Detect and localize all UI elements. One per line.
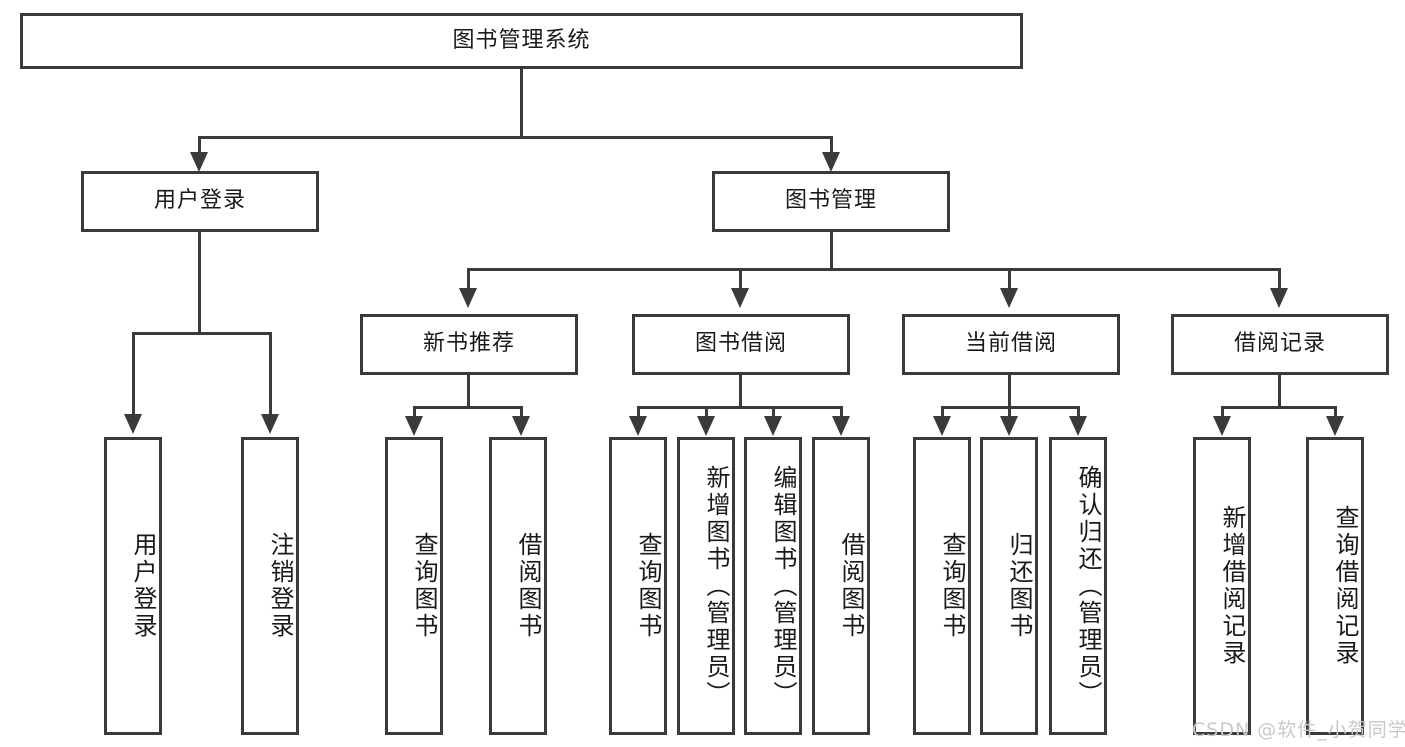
arrow-cb-to-leaf-3: [1069, 416, 1087, 436]
connector-bm-to-book-borrow: [739, 268, 742, 292]
leaf-user-login[interactable]: 用户登录: [104, 437, 162, 735]
connector-borrow-record-bar: [1221, 406, 1337, 409]
node-label: 图书管理系统: [452, 27, 591, 53]
connector-borrow-record-stem: [1278, 375, 1281, 409]
connector-root-bar: [198, 136, 833, 139]
connector-bb-to-leaf-2: [705, 406, 708, 422]
arrow-bb-to-leaf-3: [764, 416, 782, 436]
node-label: 图书借阅: [694, 331, 787, 357]
node-book-management[interactable]: 图书管理: [712, 171, 950, 232]
leaf-add-borrow-record[interactable]: 新增借阅记录: [1193, 437, 1251, 735]
node-new-book-recommend[interactable]: 新书推荐: [360, 314, 578, 375]
arrow-root-to-user-login: [190, 152, 208, 172]
arrow-bm-to-borrow-record: [1270, 288, 1288, 308]
connector-bm-to-current-borrow: [1008, 268, 1011, 292]
arrow-root-to-book-management: [822, 152, 840, 172]
connector-new-book-bar: [413, 406, 523, 409]
connector-cb-to-leaf-1: [941, 406, 944, 422]
connector-cb-to-leaf-3: [1077, 406, 1080, 422]
arrow-cb-to-leaf-1: [933, 416, 951, 436]
arrow-user-login-to-leaf-2: [261, 414, 279, 434]
arrow-bm-to-new-book: [459, 288, 477, 308]
node-label: 查询借阅记录: [1331, 505, 1359, 667]
leaf-query-book-2[interactable]: 查询图书: [609, 437, 667, 735]
node-label: 借阅图书: [837, 532, 865, 640]
connector-new-book-to-leaf-1: [413, 406, 416, 422]
leaf-add-book[interactable]: 新增图书（管理员）: [677, 437, 735, 735]
leaf-query-borrow-record[interactable]: 查询借阅记录: [1306, 437, 1364, 735]
node-label: 确认归还（管理员）: [1074, 464, 1102, 708]
connector-bm-to-borrow-record: [1278, 268, 1281, 292]
node-label: 归还图书: [1005, 532, 1033, 640]
connector-user-login-to-leaf-2: [269, 332, 272, 418]
connector-book-borrow-stem: [739, 375, 742, 409]
connector-current-borrow-stem: [1008, 375, 1011, 409]
node-label: 图书管理: [784, 188, 877, 214]
node-label: 查询图书: [410, 532, 438, 640]
leaf-edit-book[interactable]: 编辑图书（管理员）: [744, 437, 802, 735]
connector-root-to-book-management: [830, 136, 833, 156]
connector-root-to-user-login: [198, 136, 201, 156]
arrow-bm-to-book-borrow: [731, 288, 749, 308]
connector-br-to-leaf-2: [1334, 406, 1337, 422]
connector-book-management-bar: [467, 268, 1281, 271]
connector-book-management-stem: [830, 232, 833, 271]
connector-user-login-to-leaf-1: [132, 332, 135, 418]
node-label: 用户登录: [153, 188, 246, 214]
leaf-query-book-3[interactable]: 查询图书: [913, 437, 971, 735]
node-label: 编辑图书（管理员）: [769, 464, 797, 708]
connector-bb-to-leaf-1: [637, 406, 640, 422]
connector-br-to-leaf-1: [1221, 406, 1224, 422]
node-user-login[interactable]: 用户登录: [81, 171, 319, 232]
connector-new-book-stem: [467, 375, 470, 409]
connector-user-login-stem: [198, 232, 201, 335]
arrow-br-to-leaf-2: [1326, 416, 1344, 436]
arrow-new-book-to-leaf-1: [405, 416, 423, 436]
leaf-borrow-book-1[interactable]: 借阅图书: [489, 437, 547, 735]
node-label: 注销登录: [266, 532, 294, 640]
csdn-watermark: CSDN @软件_小贺同学: [1192, 719, 1405, 741]
node-label: 用户登录: [129, 532, 157, 640]
node-label: 新书推荐: [422, 331, 515, 357]
connector-bb-to-leaf-4: [840, 406, 843, 422]
connector-book-borrow-bar: [637, 406, 843, 409]
node-label: 借阅图书: [514, 532, 542, 640]
connector-cb-to-leaf-2: [1008, 406, 1011, 422]
arrow-bb-to-leaf-2: [697, 416, 715, 436]
leaf-confirm-return[interactable]: 确认归还（管理员）: [1049, 437, 1107, 735]
connector-bb-to-leaf-3: [772, 406, 775, 422]
arrow-br-to-leaf-1: [1213, 416, 1231, 436]
node-root-system[interactable]: 图书管理系统: [20, 13, 1023, 69]
node-book-borrow[interactable]: 图书借阅: [632, 314, 850, 375]
arrow-bb-to-leaf-4: [832, 416, 850, 436]
connector-new-book-to-leaf-2: [520, 406, 523, 422]
arrow-bm-to-current-borrow: [1000, 288, 1018, 308]
connector-root-stem: [520, 69, 523, 139]
leaf-query-book-1[interactable]: 查询图书: [385, 437, 443, 735]
node-label: 查询图书: [634, 532, 662, 640]
node-borrow-record[interactable]: 借阅记录: [1171, 314, 1389, 375]
node-label: 新增借阅记录: [1218, 505, 1246, 667]
node-label: 新增图书（管理员）: [702, 464, 730, 708]
node-label: 查询图书: [938, 532, 966, 640]
node-label: 当前借阅: [964, 331, 1057, 357]
arrow-bb-to-leaf-1: [629, 416, 647, 436]
leaf-borrow-book-2[interactable]: 借阅图书: [812, 437, 870, 735]
connector-user-login-bar: [132, 332, 272, 335]
arrow-new-book-to-leaf-2: [512, 416, 530, 436]
node-label: 借阅记录: [1233, 331, 1326, 357]
leaf-return-book[interactable]: 归还图书: [980, 437, 1038, 735]
connector-bm-to-new-book: [467, 268, 470, 292]
node-current-borrow[interactable]: 当前借阅: [902, 314, 1120, 375]
leaf-logout-login[interactable]: 注销登录: [241, 437, 299, 735]
arrow-user-login-to-leaf-1: [124, 414, 142, 434]
arrow-cb-to-leaf-2: [1000, 416, 1018, 436]
